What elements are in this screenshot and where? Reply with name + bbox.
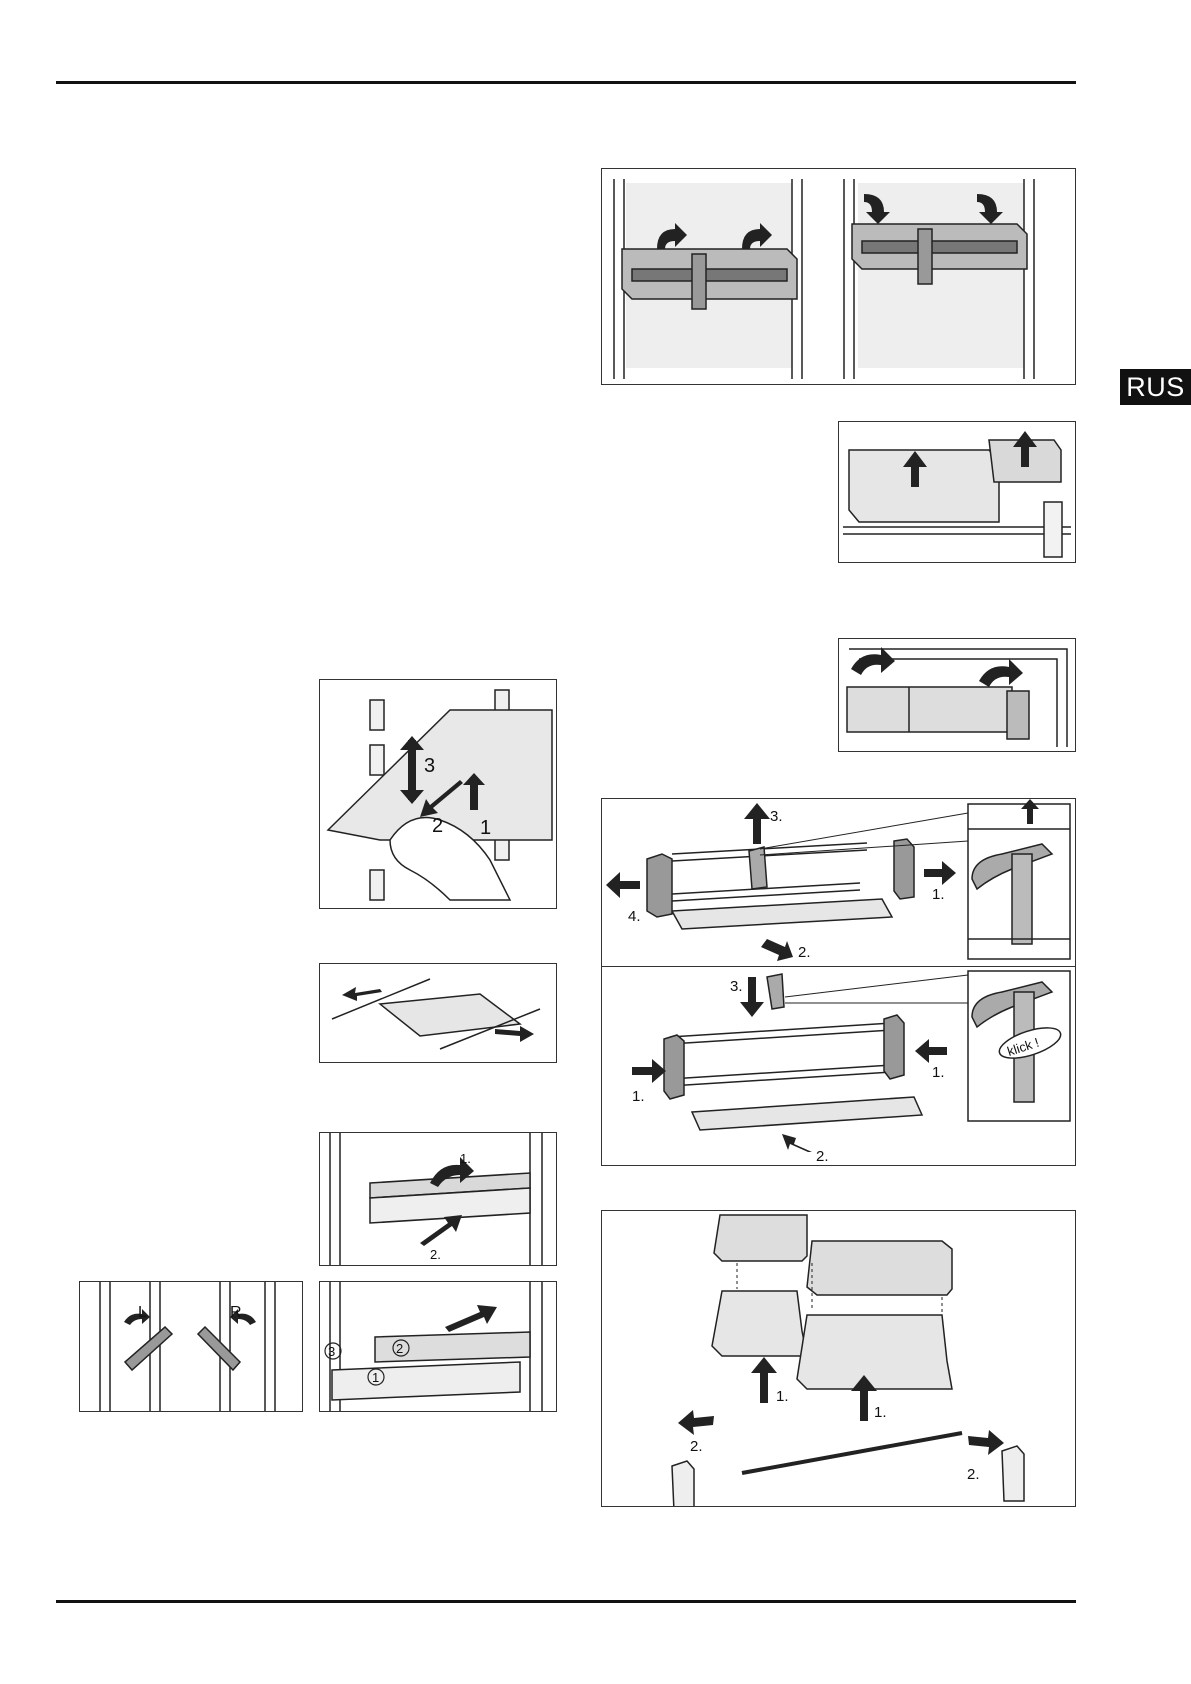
rail-disassembly-illustration: 3. 4. 1. 2. (606, 799, 1071, 961)
figure-split-shelf: 1. 2. (319, 1132, 557, 1266)
glass-pane-illustration (331, 978, 541, 1050)
numbered-shelf-label-3: 3 (328, 1344, 335, 1359)
figure-tilt-boxes (838, 638, 1076, 752)
shelf-lift-label-3: 3 (424, 755, 435, 777)
numbered-shelf-label-1: 1 (372, 1370, 379, 1385)
shelf-lift-label-2: 2 (432, 815, 443, 837)
shelf-clip-label-left: L (138, 1304, 147, 1321)
rail-disassembly-label-3: 3. (770, 808, 783, 825)
door-bins-label-1-right: 1. (874, 1404, 887, 1421)
shelf-lift-label-1: 1 (480, 817, 491, 839)
figure-shelf-lift: 3 2 1 (319, 679, 557, 909)
figure-lift-boxes (838, 421, 1076, 563)
rail-assembly-label-1-left: 1. (632, 1088, 645, 1105)
figure-glass-pane (319, 963, 557, 1063)
rail-assembly-label-3: 3. (730, 978, 743, 995)
numbered-shelf-label-2: 2 (396, 1341, 403, 1356)
split-shelf-label-2: 2. (430, 1247, 441, 1262)
footer-rule (56, 1600, 1076, 1603)
split-shelf-illustration: 1. 2. (329, 1133, 543, 1265)
language-tab: RUS (1120, 369, 1191, 405)
rail-assembly-illustration: 3. 1. 1. 2. klick ! (632, 970, 1071, 1165)
door-bins-label-2-right: 2. (967, 1466, 980, 1483)
door-bins-label-1-left: 1. (776, 1388, 789, 1405)
figure-door-bins: 1. 2. 1. 2. (601, 1210, 1076, 1507)
shelf-clip-label-right: R (230, 1304, 242, 1321)
tilt-boxes-illustration (846, 647, 1068, 747)
rail-assembly-label-1-right: 1. (932, 1064, 945, 1081)
door-rack-illustration (613, 179, 1035, 379)
door-bins-label-2-left: 2. (690, 1438, 703, 1455)
numbered-shelf-illustration: 3 2 1 (324, 1282, 543, 1411)
shelf-clips-illustration: L R (99, 1282, 276, 1411)
figure-numbered-shelf: 3 2 1 (319, 1281, 557, 1412)
rail-disassembly-label-2: 2. (798, 944, 811, 961)
figure-rail-disassembly: 3. 4. 1. 2. (601, 798, 1076, 968)
door-bins-illustration: 1. 2. 1. 2. (671, 1214, 1025, 1506)
rail-disassembly-label-4: 4. (628, 908, 641, 925)
lift-boxes-illustration (843, 431, 1071, 558)
figure-shelf-clips: L R (79, 1281, 303, 1412)
figure-door-rack (601, 168, 1076, 385)
rail-disassembly-label-1: 1. (932, 886, 945, 903)
split-shelf-label-1: 1. (460, 1151, 471, 1166)
rail-assembly-label-2: 2. (816, 1148, 829, 1165)
shelf-lift-illustration: 3 2 1 (326, 689, 553, 901)
figure-rail-assembly: 3. 1. 1. 2. klick ! (601, 966, 1076, 1166)
header-rule (56, 81, 1076, 84)
